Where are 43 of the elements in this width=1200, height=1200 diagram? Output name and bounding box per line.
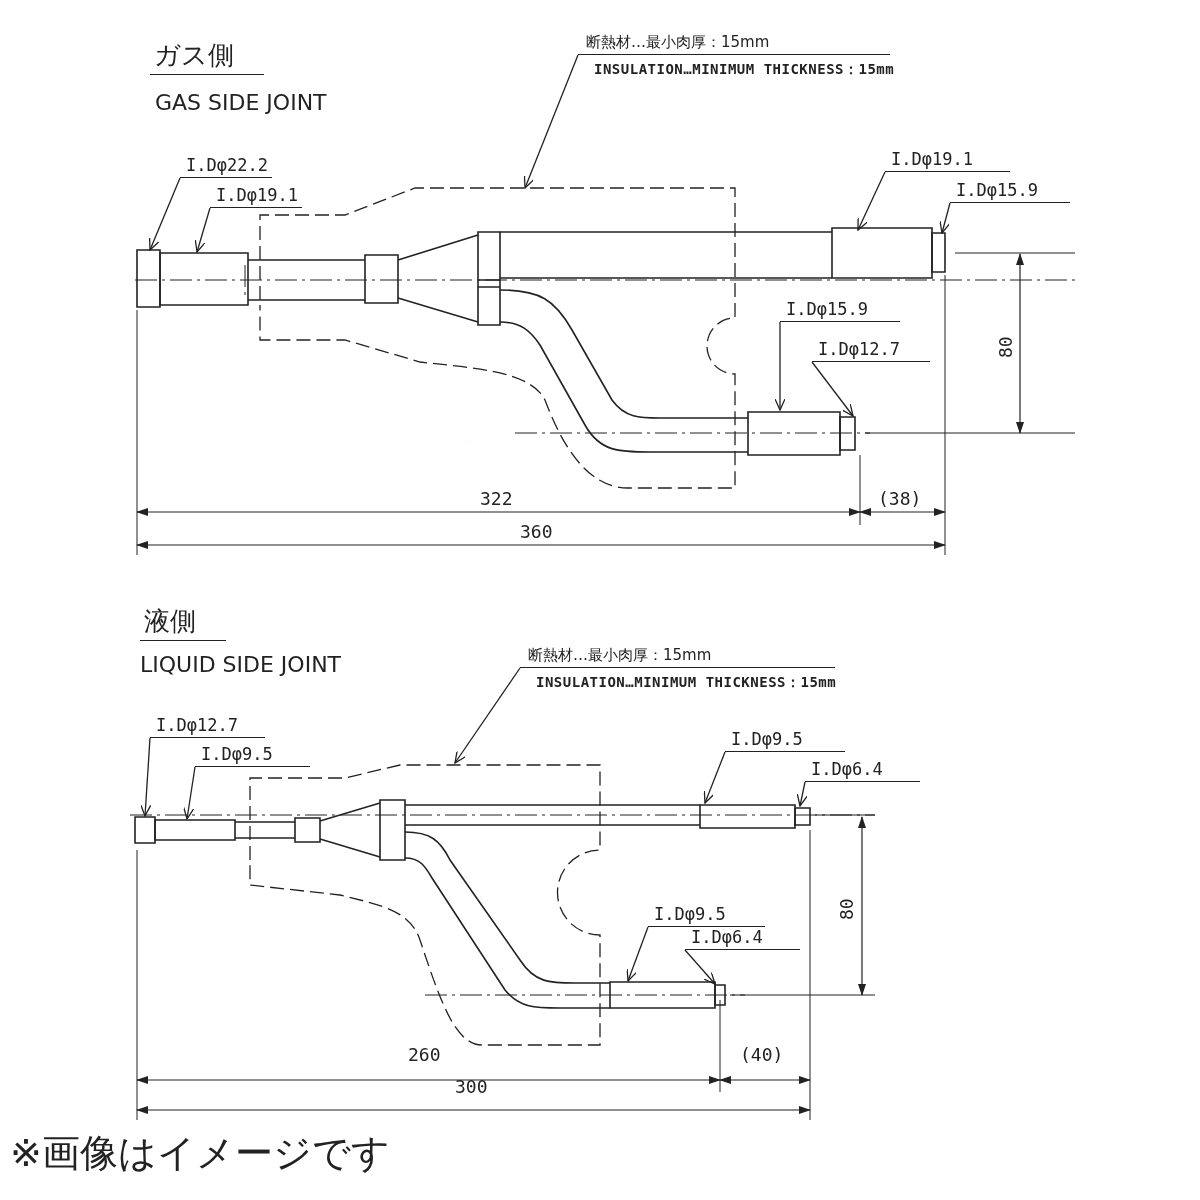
section-heading: LIQUID SIDE JOINT xyxy=(140,654,342,676)
dimension-text: 80 xyxy=(838,898,856,920)
note-text: 断熱材…最小肉厚：15mm xyxy=(520,644,835,668)
callout-label: I.Dφ6.4 xyxy=(685,926,800,950)
note-text: INSULATION…MINIMUM THICKNESS：15mm xyxy=(594,61,895,79)
section-heading: ガス側 xyxy=(150,42,264,75)
callout-label: I.Dφ9.5 xyxy=(648,903,765,927)
leader-line xyxy=(148,177,181,251)
leader-line xyxy=(454,667,521,764)
leader-line xyxy=(183,766,196,820)
leader-line xyxy=(796,781,808,807)
callout-label: I.Dφ6.4 xyxy=(805,758,920,782)
note-text: 断熱材…最小肉厚：15mm xyxy=(578,31,890,55)
leader-line xyxy=(523,54,579,189)
leader-line xyxy=(939,202,951,234)
dimension-text: 360 xyxy=(520,523,553,541)
leader-line xyxy=(857,171,886,231)
dimension-text: 80 xyxy=(997,336,1015,358)
callout-label: I.Dφ22.2 xyxy=(180,154,272,178)
section-heading: GAS SIDE JOINT xyxy=(155,92,327,114)
callout-label: I.Dφ12.7 xyxy=(150,714,265,738)
leader-line xyxy=(626,926,649,982)
leader-line xyxy=(194,207,211,253)
callout-label: I.Dφ9.5 xyxy=(195,743,310,767)
callout-label: I.Dφ9.5 xyxy=(725,728,845,752)
callout-label: I.Dφ15.9 xyxy=(780,298,900,322)
caption: ※画像はイメージです xyxy=(10,1130,390,1177)
leader-line xyxy=(774,321,786,411)
section-heading: 液側 xyxy=(140,608,226,641)
callout-label: I.Dφ15.9 xyxy=(950,179,1070,203)
leader-line xyxy=(703,751,726,804)
callout-label: I.Dφ12.7 xyxy=(812,338,930,362)
leader-line xyxy=(684,949,716,985)
dimension-text: 300 xyxy=(455,1078,488,1096)
callout-label: I.Dφ19.1 xyxy=(885,148,1010,172)
dimension-text: 260 xyxy=(408,1046,441,1064)
callout-label: I.Dφ19.1 xyxy=(210,184,302,208)
dimension-text: (38) xyxy=(878,490,922,508)
dimension-text: 322 xyxy=(480,490,513,508)
leader-line xyxy=(140,737,152,817)
note-text: INSULATION…MINIMUM THICKNESS：15mm xyxy=(536,674,837,692)
leader-line xyxy=(811,361,854,417)
dimension-text: (40) xyxy=(740,1046,784,1064)
